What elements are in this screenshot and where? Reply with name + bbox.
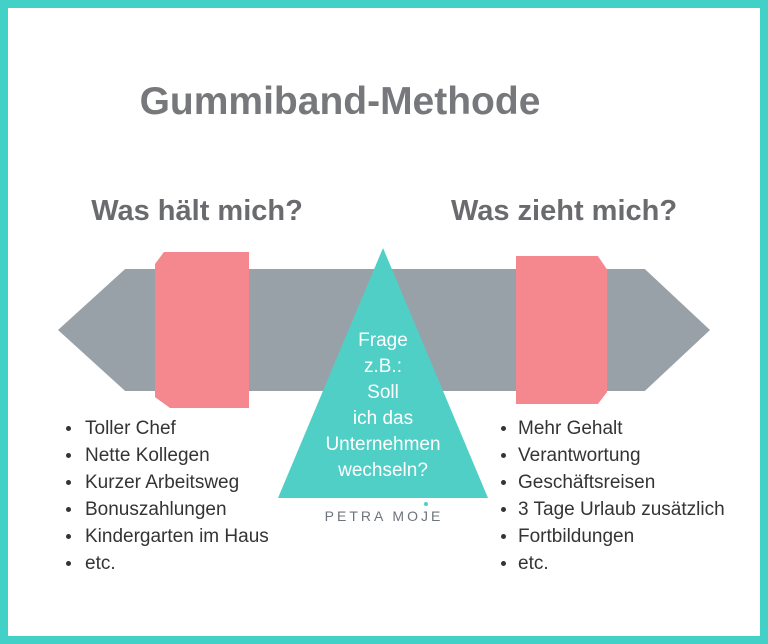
triangle-text-line: Soll	[367, 382, 399, 403]
holds-me-list: Toller Chef Nette Kollegen Kurzer Arbeit…	[58, 415, 318, 577]
brand-j-dot-icon	[424, 502, 428, 506]
list-item: Geschäftsreisen	[493, 469, 755, 496]
list-item: Fortbildungen	[493, 523, 755, 550]
brand-text-post: E	[431, 508, 444, 524]
heading-what-pulls-me: Was zieht mich?	[450, 195, 678, 227]
list-item: etc.	[58, 550, 318, 577]
list-item: Kindergarten im Haus	[58, 523, 318, 550]
rubber-band-right	[516, 256, 607, 404]
triangle-text-line: ich das	[352, 408, 414, 429]
list-item: etc.	[493, 550, 755, 577]
list-item: Verantwortung	[493, 442, 755, 469]
triangle-text-line: z.B.:	[363, 356, 402, 377]
pulls-me-list: Mehr Gehalt Verantwortung Geschäftsreise…	[493, 415, 755, 577]
list-item: Mehr Gehalt	[493, 415, 755, 442]
rubber-band-left	[155, 252, 249, 408]
list-item: 3 Tage Urlaub zusätzlich	[493, 496, 755, 523]
heading-what-holds-me: Was hält mich?	[91, 195, 303, 227]
page-title: Gummiband-Methode	[139, 80, 541, 123]
list-item: Nette Kollegen	[58, 442, 318, 469]
triangle-text-line: Unternehmen	[325, 434, 441, 455]
list-item: Kurzer Arbeitsweg	[58, 469, 318, 496]
brand-text-pre: PETRA MO	[324, 508, 421, 524]
list-item: Toller Chef	[58, 415, 318, 442]
triangle-text-line: wechseln?	[338, 460, 428, 481]
triangle-text-line: Frage	[358, 330, 408, 351]
triangle-question-text: Frage z.B.: Soll ich das Unternehmen wec…	[278, 248, 488, 498]
list-item: Bonuszahlungen	[58, 496, 318, 523]
brand-letter-j: J	[421, 502, 431, 527]
